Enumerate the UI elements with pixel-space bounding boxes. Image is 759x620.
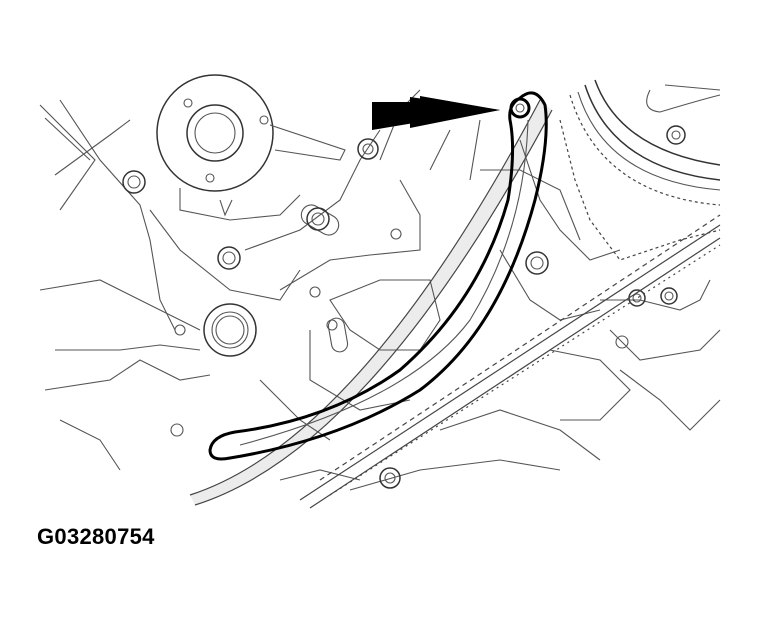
idler-hub-icon	[203, 303, 257, 357]
chain-icon	[189, 99, 721, 509]
arrow-right-icon	[372, 96, 500, 130]
pulley-icon	[156, 74, 346, 221]
engine-block-linework	[39, 89, 721, 491]
figure-id-label: G03280754	[37, 524, 155, 549]
chain-guide-icon	[208, 91, 548, 461]
sprocket-icon	[569, 79, 721, 206]
guide-upper-bolt	[509, 97, 531, 119]
